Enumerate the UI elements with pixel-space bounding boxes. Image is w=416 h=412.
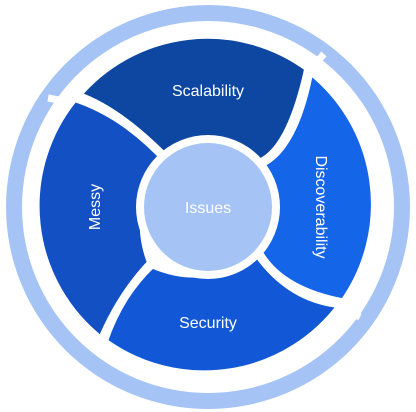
segment-label-scalability: Scalability <box>172 83 244 100</box>
center-label: Issues <box>185 200 231 217</box>
segment-messy[interactable] <box>32 94 172 344</box>
center-circle[interactable] <box>144 143 272 271</box>
segment-label-security: Security <box>179 315 237 332</box>
segment-label-discoverability: Discoverability <box>312 155 329 258</box>
segment-label-messy: Messy <box>87 184 104 230</box>
ring-cut-bottom-right <box>338 303 362 321</box>
